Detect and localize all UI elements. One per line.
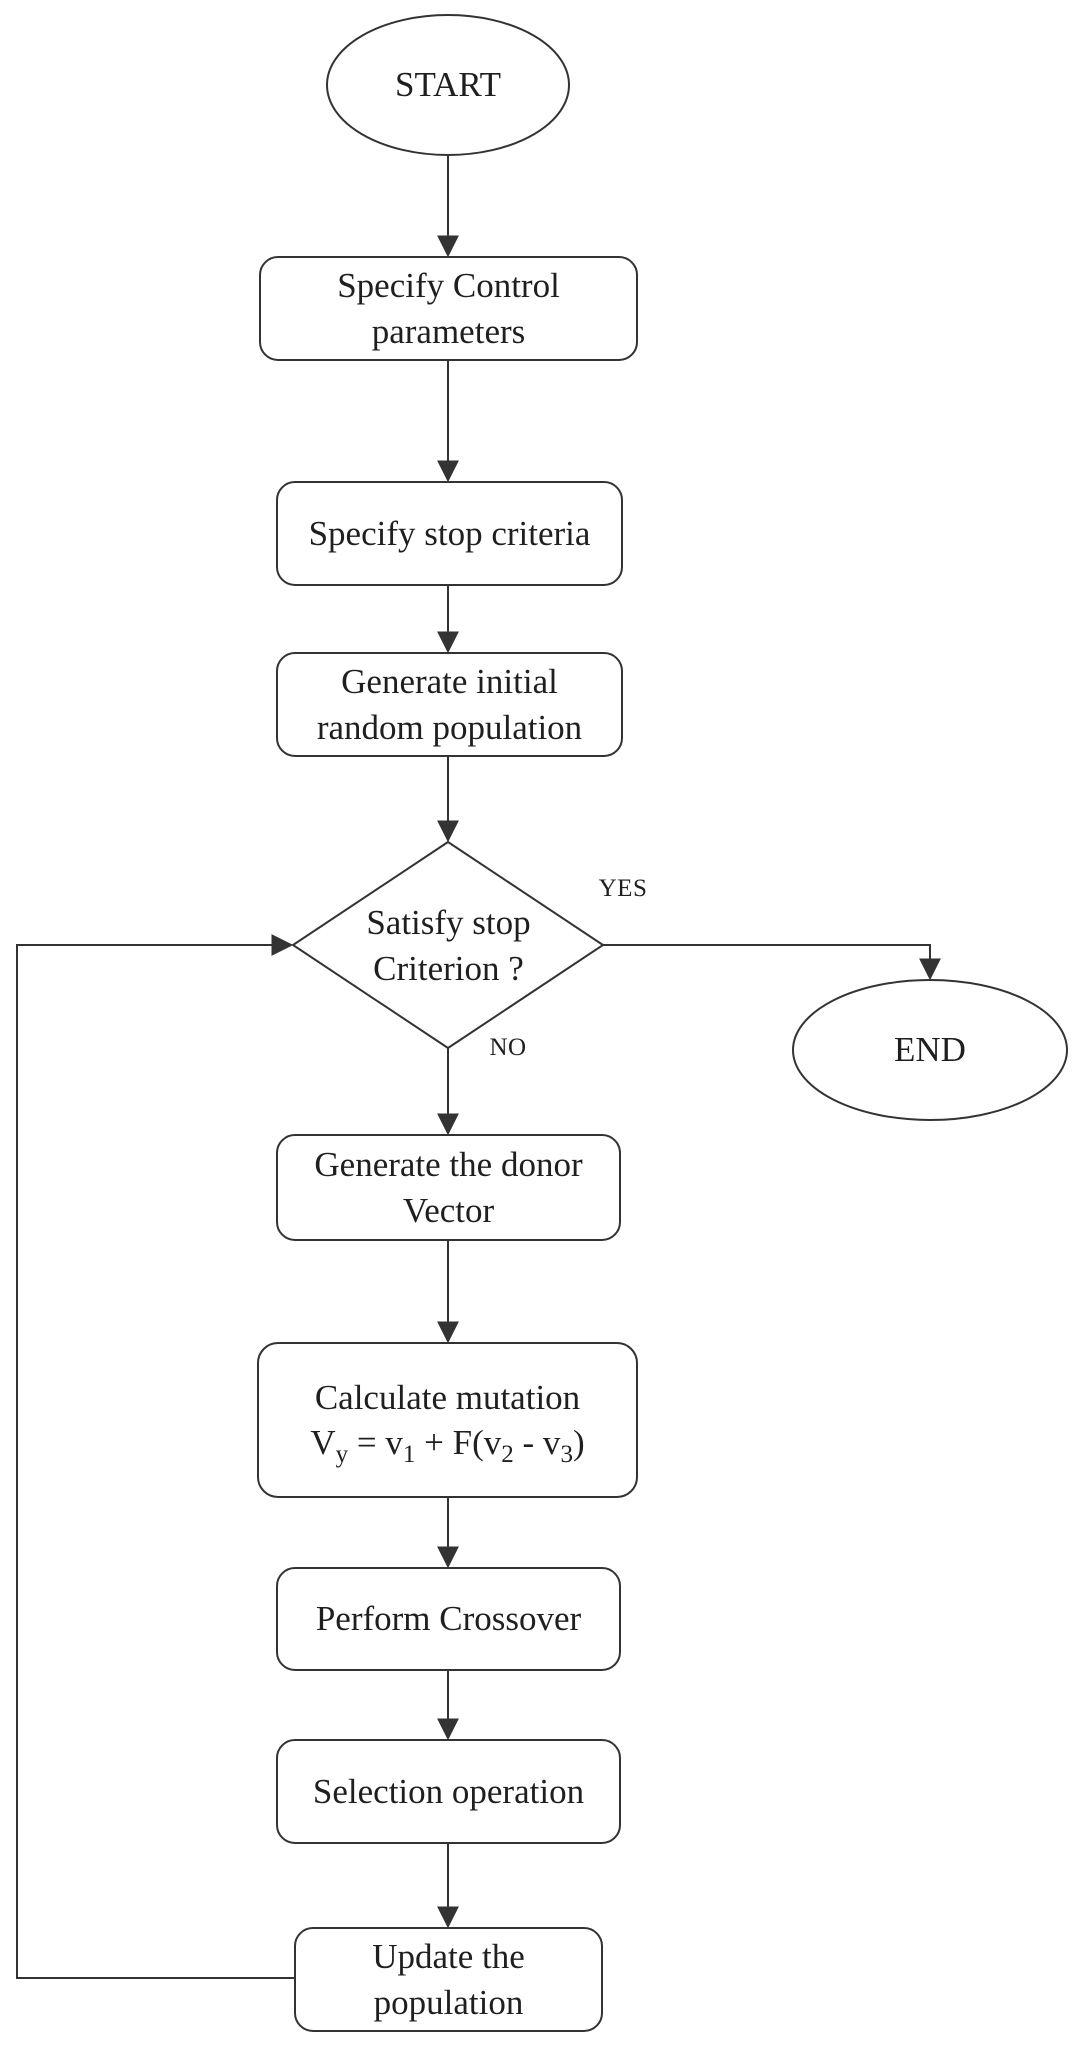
end-node-shape: [792, 979, 1068, 1121]
specify-stop-node-shape: [276, 481, 623, 586]
selection-node-shape: [276, 1739, 621, 1844]
edge-update-population-loop-to-decision: [16, 934, 295, 1979]
generate-donor-node-shape: [276, 1134, 621, 1241]
perform-crossover-node-shape: [276, 1567, 621, 1671]
specify-control-node-shape: [259, 256, 638, 361]
edge-decision-yes-to-end: [603, 944, 941, 981]
calculate-mutation-node-shape: [257, 1342, 638, 1498]
start-node-shape: [326, 14, 570, 156]
generate-initial-node-shape: [276, 652, 623, 757]
decision-node-shape: [291, 840, 605, 1050]
update-population-node-shape: [294, 1927, 603, 2032]
